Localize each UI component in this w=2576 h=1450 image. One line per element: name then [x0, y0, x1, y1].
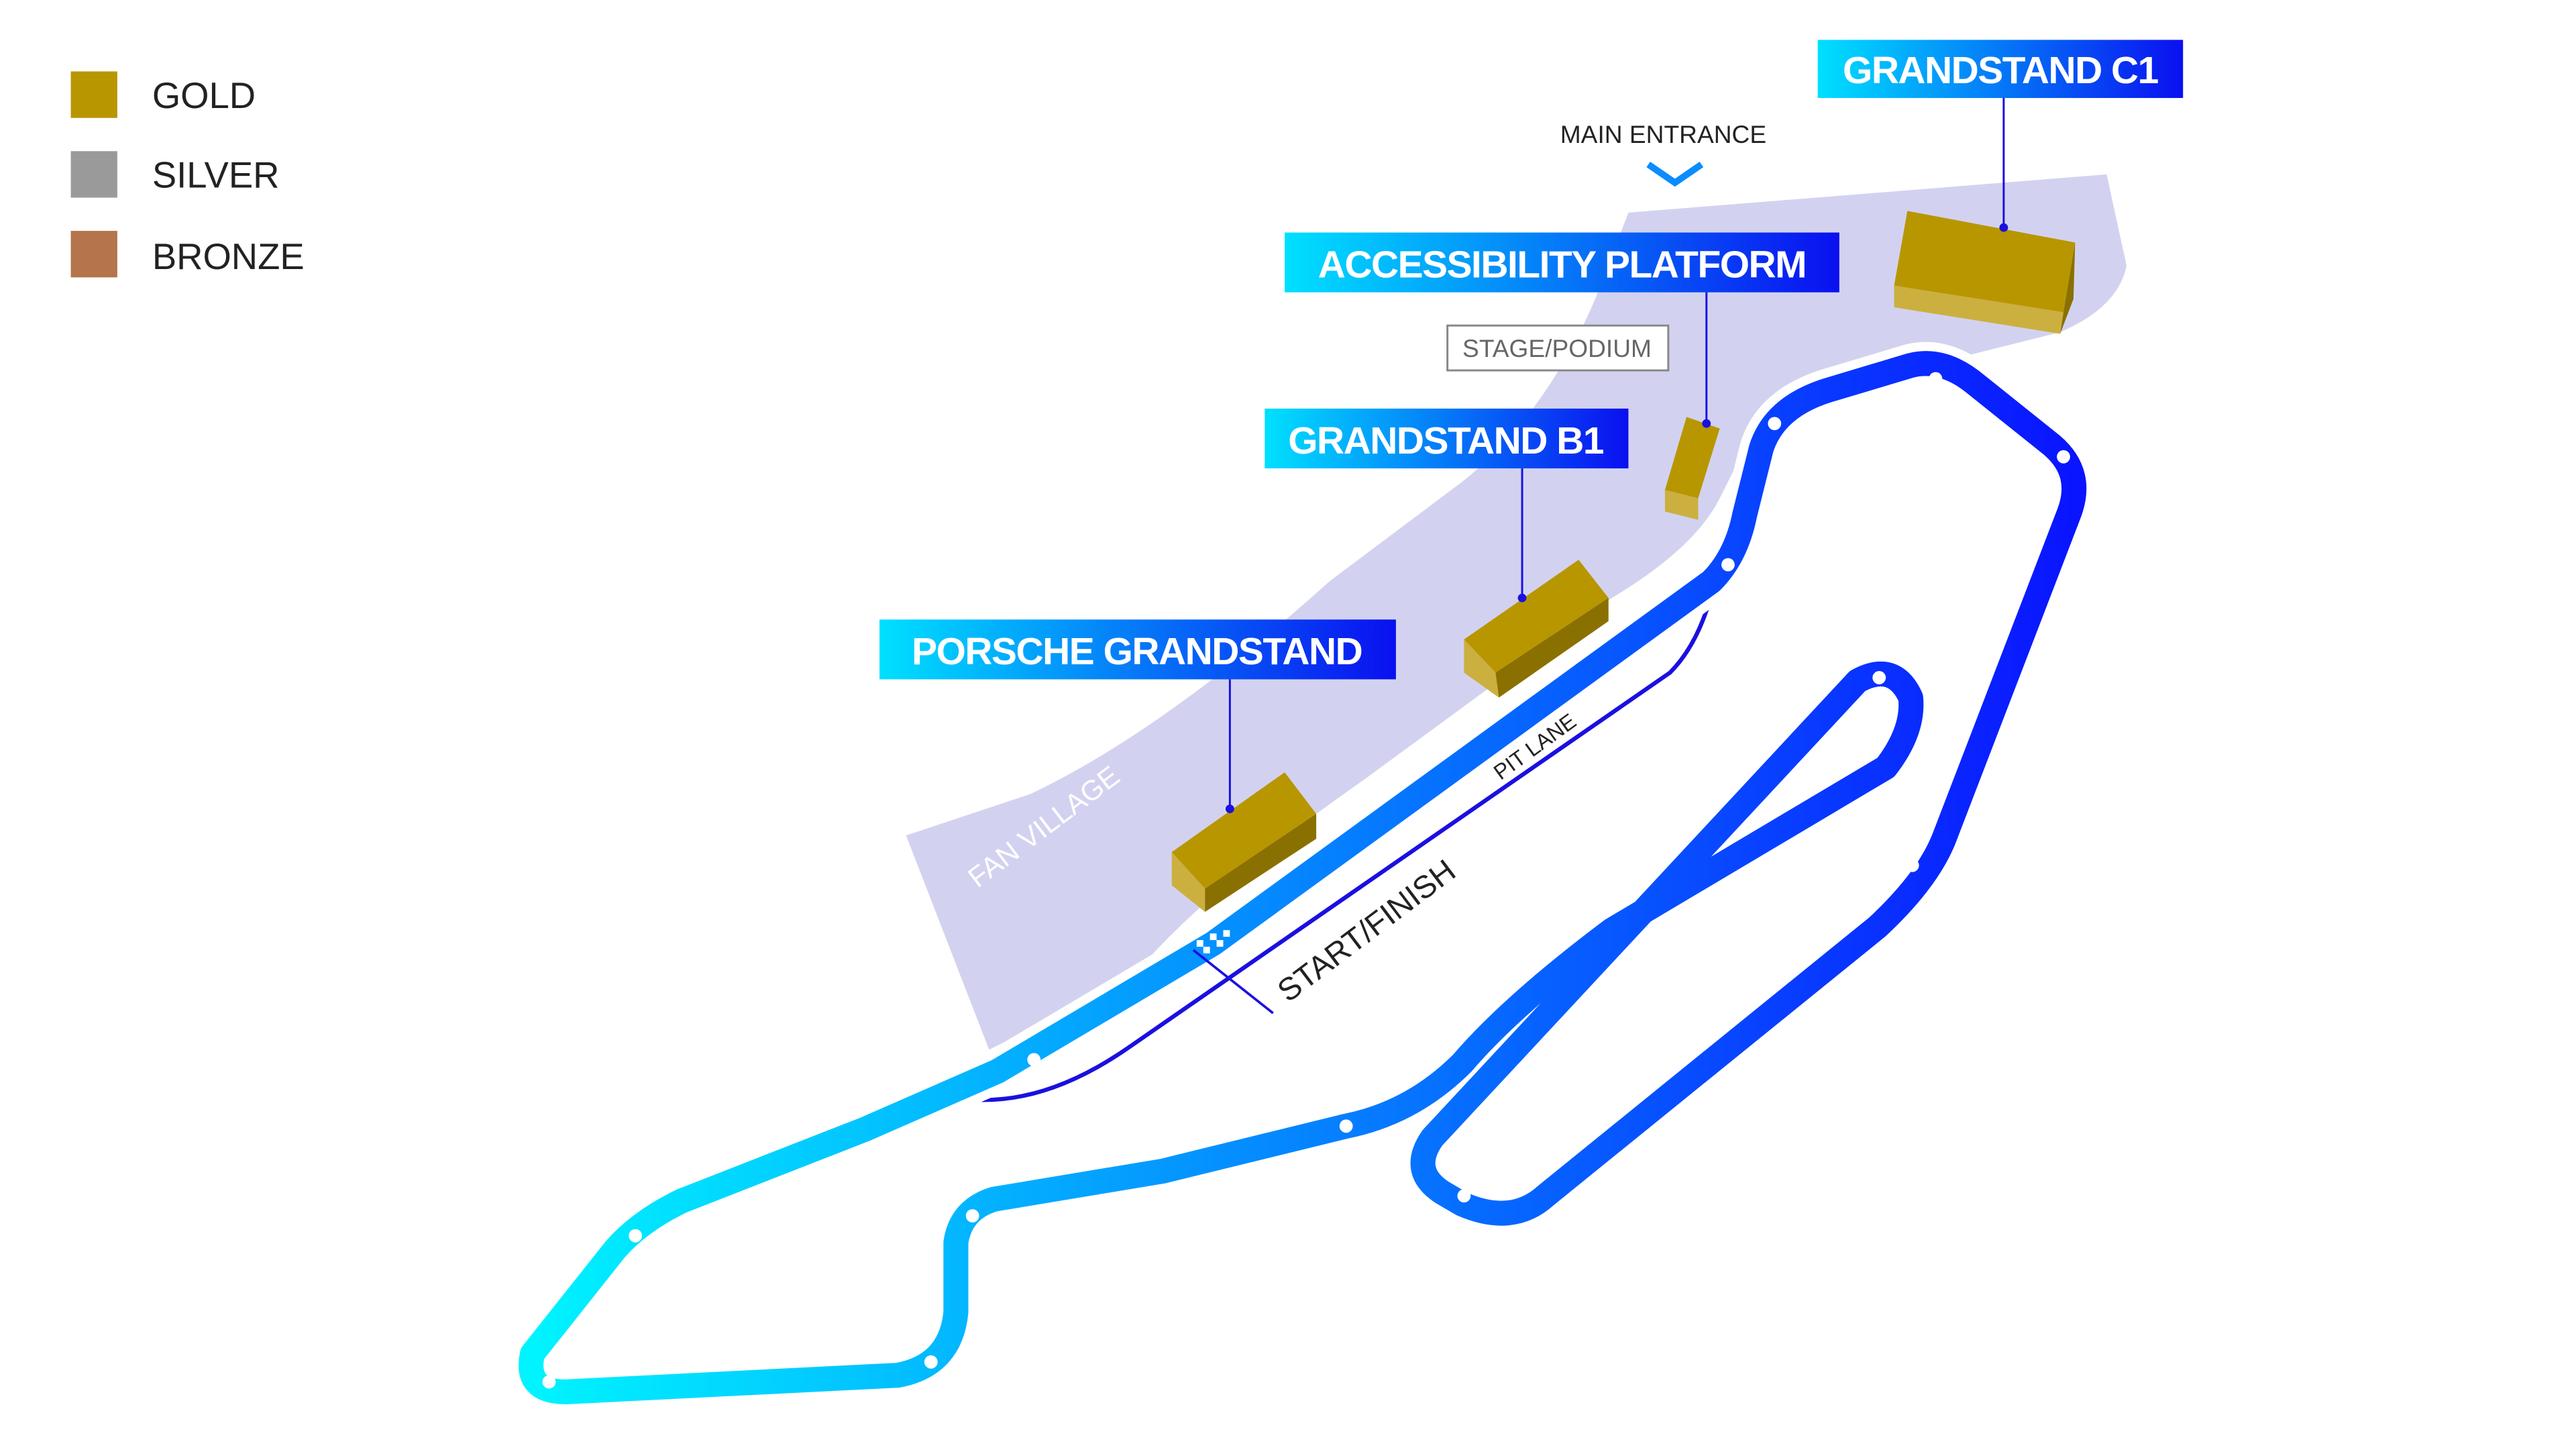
chevron-down-icon	[1646, 161, 1704, 187]
legend: GOLD SILVER BRONZE	[70, 71, 305, 278]
grandstand-b1-tag[interactable]: GRANDSTAND B1	[1265, 408, 1629, 469]
accessibility-platform-label: ACCESSIBILITY PLATFORM	[1318, 243, 1806, 286]
gold-swatch	[70, 71, 117, 118]
legend-item-silver: SILVER	[70, 151, 280, 198]
accessibility-platform-building	[1664, 417, 1720, 520]
stage-podium: STAGE/PODIUM	[1446, 324, 1670, 372]
start-finish-line	[1192, 949, 1274, 1015]
grandstand-c1-label: GRANDSTAND C1	[1843, 49, 2159, 92]
porsche-grandstand-building	[1171, 772, 1317, 912]
silver-swatch	[70, 151, 117, 198]
legend-item-gold: GOLD	[70, 71, 256, 118]
legend-label: BRONZE	[152, 236, 305, 277]
accessibility-platform-tag[interactable]: ACCESSIBILITY PLATFORM	[1285, 232, 1839, 293]
legend-label: SILVER	[152, 155, 280, 196]
bronze-swatch	[70, 231, 117, 278]
track-markers	[542, 372, 2070, 1389]
grandstand-b1-building	[1464, 560, 1609, 698]
grandstand-c1-building	[1894, 211, 2076, 334]
porsche-grandstand-label: PORSCHE GRANDSTAND	[912, 630, 1362, 673]
stage-podium-label: STAGE/PODIUM	[1462, 334, 1652, 362]
main-entrance-label: MAIN ENTRANCE	[1560, 120, 1766, 148]
pit-lane	[972, 572, 1719, 1102]
grandstand-c1-tag[interactable]: GRANDSTAND C1	[1817, 40, 2184, 99]
checkered-flag-icon	[1196, 930, 1230, 953]
grandstand-b1-label: GRANDSTAND B1	[1288, 419, 1604, 462]
legend-label: GOLD	[152, 75, 256, 116]
porsche-grandstand-tag[interactable]: PORSCHE GRANDSTAND	[879, 619, 1396, 680]
race-track-surface	[519, 351, 2087, 1404]
leader-lines	[1225, 98, 2008, 813]
legend-item-bronze: BRONZE	[70, 231, 305, 278]
